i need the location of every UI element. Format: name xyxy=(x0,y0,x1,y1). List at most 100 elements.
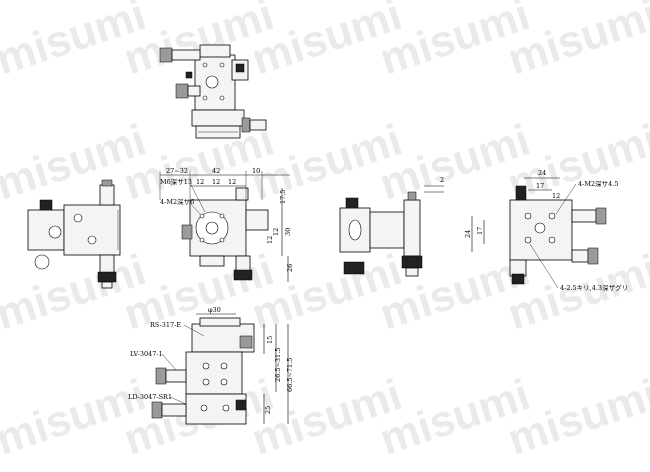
dim-label: 30 xyxy=(284,228,292,236)
leader-line xyxy=(189,202,201,215)
mount-hole xyxy=(73,213,83,223)
tapped-hole xyxy=(199,213,205,219)
micrometer-barrel xyxy=(571,209,597,223)
dim-label: 26 xyxy=(286,264,294,272)
dim-label: 17 xyxy=(536,182,544,190)
leader-line xyxy=(161,353,177,371)
dim-label: 12 xyxy=(552,192,560,200)
right-view: 24 17 12 24 17 4-M2深サ4.5 4-2.5キリ,4.3深ザグリ xyxy=(464,169,628,292)
left-view xyxy=(27,179,121,289)
center-bore xyxy=(205,75,219,89)
dim-label: 26.5~31.5 xyxy=(274,348,282,382)
part-label: RS-317-E xyxy=(150,321,181,329)
tapped-hole xyxy=(220,378,228,386)
micrometer-barrel-left xyxy=(187,85,201,97)
tapped-hole xyxy=(220,362,228,370)
base-foot xyxy=(199,255,225,267)
stage-plate xyxy=(63,204,121,256)
leader-line xyxy=(189,182,206,213)
micrometer-knob-bottom xyxy=(233,269,253,281)
micrometer-knob-bottom xyxy=(151,401,163,419)
part-label: LD-3047-SR1 xyxy=(128,393,172,401)
dim-label: 15 xyxy=(266,336,274,344)
micrometer-knob xyxy=(595,207,607,225)
tapped-hole xyxy=(202,362,210,370)
lower-bracket xyxy=(509,259,527,277)
dim-label: 27~32 xyxy=(166,167,188,175)
micrometer-barrel-left xyxy=(165,369,187,383)
callout-label: 4-M2深サ4.5 xyxy=(578,179,618,188)
tapped-hole xyxy=(202,378,210,386)
callout-label: 4-2.5キリ,4.3深ザグリ xyxy=(560,283,628,292)
stage-plate xyxy=(369,211,405,249)
micrometer-column xyxy=(403,199,421,257)
tapped-hole xyxy=(199,237,205,243)
center-bore xyxy=(534,222,546,234)
lower-micrometer-mount xyxy=(99,254,115,274)
side-view: 2 xyxy=(339,176,444,277)
dim-label: 12 xyxy=(228,178,236,186)
micrometer-barrel-top xyxy=(171,49,201,61)
micrometer-barrel-right xyxy=(249,119,267,131)
tapped-hole xyxy=(524,236,532,244)
right-bracket xyxy=(245,209,269,231)
dim-label: 12 xyxy=(212,178,220,186)
lower-micrometer-mount xyxy=(235,255,251,273)
leader-line xyxy=(183,324,205,337)
micrometer-knob-top xyxy=(159,47,173,63)
callout-label: 4-M2深サ6 xyxy=(160,197,194,206)
part-label: LV-3047-1 xyxy=(130,350,163,358)
dim-label: 2 xyxy=(440,176,444,184)
front-view: 27~32 42 10 12 12 12 17.5 12 12 30 26 M6… xyxy=(159,167,294,282)
dim-label: 17 xyxy=(476,227,484,235)
tapped-hole xyxy=(548,212,556,220)
micrometer-knob-left xyxy=(175,83,189,99)
clamp-knob xyxy=(515,185,527,201)
dim-label: 10 xyxy=(252,167,260,175)
mount-hole xyxy=(219,62,225,68)
center-bore xyxy=(48,225,62,239)
micrometer-knob-lower xyxy=(587,247,599,265)
clamp-knob xyxy=(235,399,247,411)
center-bore xyxy=(348,219,362,241)
tapped-hole xyxy=(200,404,208,412)
side-knob xyxy=(511,273,525,285)
leader-line xyxy=(169,396,187,405)
micrometer-thimble xyxy=(405,267,419,277)
micrometer-cap xyxy=(101,179,113,187)
center-bore xyxy=(205,221,219,235)
tapped-hole xyxy=(548,236,556,244)
dim-label: 12 xyxy=(266,236,274,244)
dim-label: 17.5 xyxy=(279,190,287,204)
lower-stage-block xyxy=(191,109,245,127)
dim-label: 24 xyxy=(464,230,472,238)
dim-label: φ30 xyxy=(208,306,221,314)
rotary-knob xyxy=(34,254,50,270)
side-knob xyxy=(343,261,365,275)
dim-label: 12 xyxy=(196,178,204,186)
micrometer-thimble xyxy=(101,281,113,289)
leader-line xyxy=(529,243,559,289)
micrometer-knob-bottom xyxy=(401,255,423,269)
tapped-hole xyxy=(524,212,532,220)
leader-line xyxy=(555,183,577,215)
top-carriage xyxy=(199,44,231,58)
micrometer-knob-left xyxy=(155,367,167,385)
mount-hole xyxy=(202,62,208,68)
tapped-hole xyxy=(219,237,225,243)
clamp-screw xyxy=(235,63,245,73)
micrometer-knob-right xyxy=(241,117,251,133)
micrometer-knob-bottom xyxy=(97,271,117,283)
clamp-knob xyxy=(345,197,359,209)
tapped-hole xyxy=(219,213,225,219)
dim-label: 25 xyxy=(264,406,272,414)
clamp-knob xyxy=(39,199,53,211)
top-clamp xyxy=(235,187,249,201)
dim-label: 12 xyxy=(272,228,280,236)
micrometer-barrel-bottom xyxy=(161,403,187,417)
micrometer-knob-top xyxy=(239,335,253,349)
callout-label: M6深サ13 xyxy=(160,177,192,186)
rotary-ring xyxy=(199,317,241,327)
mount-hole xyxy=(202,95,208,101)
